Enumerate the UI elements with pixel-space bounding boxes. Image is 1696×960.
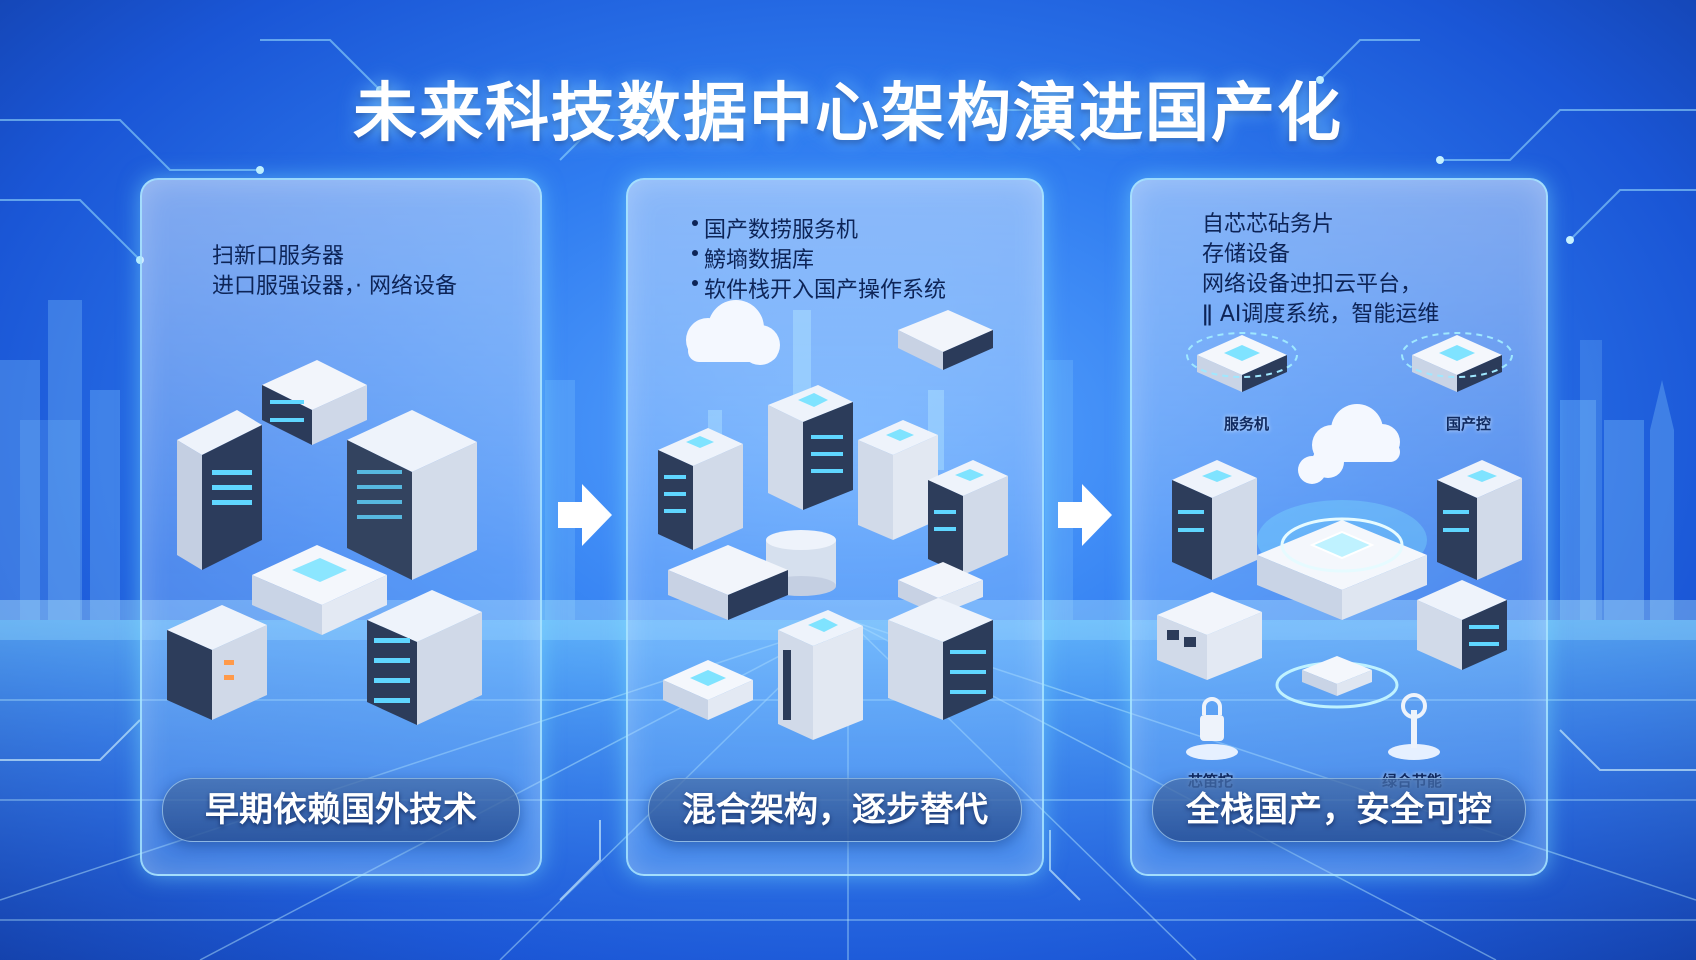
desc-line: 软件栈开入国产操作系统 — [692, 276, 946, 306]
cloud-icon — [1298, 404, 1400, 484]
stage-caption: 混合架构，逐步替代 — [648, 778, 1022, 842]
energy-saving-icon — [1388, 693, 1440, 760]
city-skyline-left — [0, 300, 120, 620]
stage-caption: 早期依赖国外技术 — [162, 778, 520, 842]
cloud-platform-core-icon — [1257, 500, 1427, 620]
glowing-chip-box-icon — [663, 660, 753, 720]
desc-line: 自芯芯砧务片 — [1202, 212, 1335, 237]
server-stack-icon — [888, 598, 993, 720]
server-node-icon — [1401, 332, 1513, 392]
stage-description: 自芯芯砧务片 存储设备 网络设备迚扣云平台， ǁ AI调度系统，智能运维 — [1202, 210, 1439, 330]
stage-caption: 全栈国产，安全可控 — [1152, 778, 1526, 842]
desc-line: 扫新口服务器 — [212, 244, 345, 269]
server-unit-icon — [167, 605, 267, 720]
network-switch-icon — [898, 310, 993, 370]
bullet-icon — [692, 280, 698, 286]
desc-text: 软件栈开入国产操作系统 — [704, 278, 947, 303]
desc-line: 进口服强设器，· 网络设备 — [212, 274, 457, 299]
network-switch-icon — [668, 545, 788, 620]
server-rack-icon — [177, 410, 262, 570]
stage-description: 扫新口服务器 进口服强设器，· 网络设备 — [212, 242, 457, 302]
node-label: 服务机 — [1224, 415, 1270, 433]
security-lock-icon — [1186, 697, 1238, 760]
database-server-icon — [768, 385, 853, 510]
storage-unit-icon — [1157, 592, 1262, 680]
circuit-lines — [0, 39, 1696, 261]
stage-description: 国产数捞服务机 鰟墒数据库 软件栈开入国产操作系统 — [692, 216, 946, 306]
arrow-right-icon — [558, 484, 612, 546]
desc-line: 国产数捞服务机 — [692, 216, 946, 246]
domestic-server-icon — [658, 428, 743, 550]
domestic-server-icon — [1437, 460, 1522, 580]
floor-circuit-traces — [0, 719, 1696, 901]
city-skyline-middle — [545, 360, 1073, 620]
glowing-chip-box-icon — [252, 545, 387, 635]
domestic-server-icon — [778, 610, 863, 740]
desc-line: ǁ AI调度系统，智能运维 — [1202, 302, 1440, 327]
network-switch-icon — [262, 360, 367, 445]
cloud-icon — [686, 300, 780, 365]
bullet-icon — [692, 250, 698, 256]
bullet-icon — [692, 220, 698, 226]
desc-line: 存储设备 — [1202, 242, 1291, 267]
server-stack-icon — [1417, 580, 1507, 670]
imported-servers-illustration — [167, 360, 482, 725]
stage-panel-hybrid: 国产数捞服务机 鰟墒数据库 软件栈开入国产操作系统 — [626, 178, 1044, 876]
hybrid-architecture-illustration — [658, 300, 1008, 740]
stage-panel-early: 扫新口服务器 进口服强设器，· 网络设备 — [140, 178, 542, 876]
full-stack-domestic-illustration — [1157, 332, 1522, 760]
domestic-server-icon — [928, 460, 1008, 575]
desc-text: 鰟墒数据库 — [704, 248, 815, 273]
domestic-server-icon — [858, 420, 938, 540]
desc-text: 国产数捞服务机 — [704, 218, 859, 243]
node-label: 国产控 — [1446, 415, 1492, 433]
server-node-icon — [1186, 332, 1298, 392]
domestic-server-icon — [1172, 460, 1257, 580]
arrow-right-icon — [1058, 484, 1112, 546]
city-skyline-right — [1560, 340, 1674, 620]
desc-line: 鰟墒数据库 — [692, 246, 946, 276]
page-title: 未来科技数据中心架构演进国产化 — [353, 77, 1343, 151]
storage-rack-icon — [347, 410, 477, 580]
desc-line: 网络设备迚扣云平台， — [1202, 272, 1423, 297]
glowing-chip-box-icon — [1275, 656, 1399, 709]
server-stack-icon — [367, 590, 482, 725]
stage-panel-full-domestic: 自芯芯砧务片 存储设备 网络设备迚扣云平台， ǁ AI调度系统，智能运维 — [1130, 178, 1548, 876]
